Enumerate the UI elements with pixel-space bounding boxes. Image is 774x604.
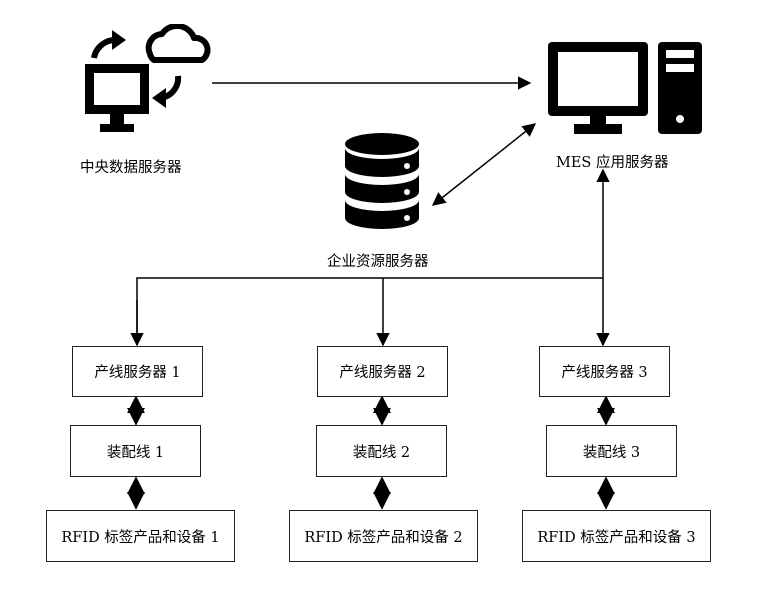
cloud-sync-computer-icon [85, 24, 211, 132]
erp-server-label: 企业资源服务器 [327, 254, 429, 270]
assembly-line-2[interactable]: 装配线 2 [316, 425, 447, 477]
central-data-server-label: 中央数据服务器 [80, 160, 182, 176]
assembly-line-1[interactable]: 装配线 1 [70, 425, 201, 477]
desktop-computer-icon [548, 42, 702, 134]
rfid-products-devices-3[interactable]: RFID 标签产品和设备 3 [522, 510, 711, 562]
line-server-2[interactable]: 产线服务器 2 [317, 346, 448, 397]
bus-line [136, 277, 603, 345]
line-server-3[interactable]: 产线服务器 3 [539, 346, 670, 397]
assembly-line-3[interactable]: 装配线 3 [546, 425, 677, 477]
rfid-products-devices-2[interactable]: RFID 标签产品和设备 2 [289, 510, 478, 562]
mes-server-label: MES 应用服务器 [556, 155, 669, 171]
database-icon [345, 133, 419, 229]
edge-erp-mes [431, 123, 537, 206]
rfid-products-devices-1[interactable]: RFID 标签产品和设备 1 [46, 510, 235, 562]
line-server-1[interactable]: 产线服务器 1 [72, 346, 203, 397]
